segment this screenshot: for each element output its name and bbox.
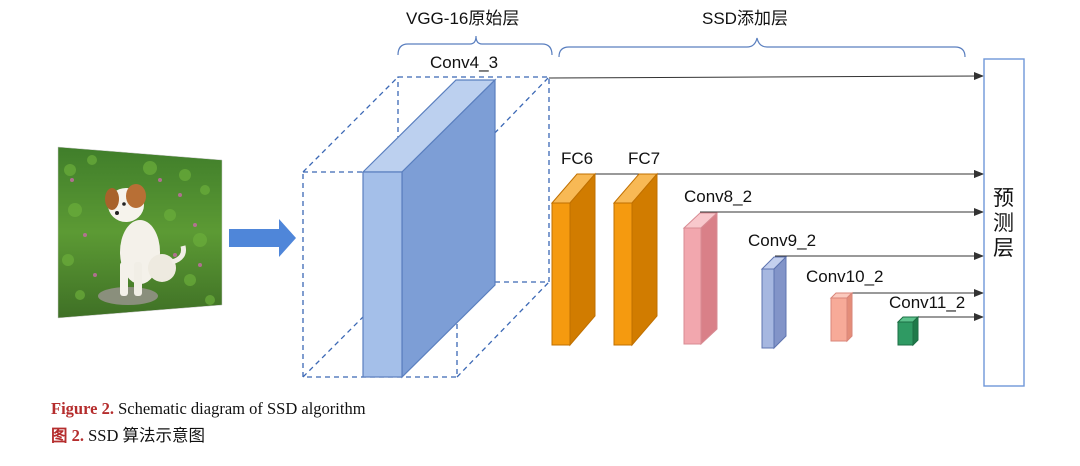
- caption-english: Figure 2. Schematic diagram of SSD algor…: [51, 399, 366, 419]
- prediction-label-char-1: 预: [993, 186, 1014, 210]
- input-arrow-icon: [229, 219, 296, 257]
- arrow-conv4-3: [548, 72, 984, 81]
- conv10-2-block: [829, 291, 854, 343]
- conv8-2-label: Conv8_2: [684, 187, 752, 206]
- conv11-2-block: [896, 315, 920, 347]
- fc7-block: [612, 172, 659, 347]
- fc7-label: FC7: [628, 149, 660, 168]
- prediction-label-char-2: 测: [993, 211, 1014, 235]
- caption-chinese: 图 2. SSD 算法示意图: [51, 422, 205, 446]
- conv11-2-label: Conv11_2: [889, 293, 965, 312]
- caption-english-text: Schematic diagram of SSD algorithm: [113, 399, 366, 418]
- conv9-2-block: [760, 255, 788, 350]
- fc6-label: FC6: [561, 149, 593, 168]
- caption-chinese-prefix: 图 2.: [51, 426, 84, 445]
- conv4-3-block: [361, 78, 497, 379]
- conv10-2-label: Conv10_2: [806, 267, 884, 286]
- prediction-layer: 预 测 层: [983, 58, 1025, 387]
- conv9-2-label: Conv9_2: [748, 231, 816, 250]
- caption-chinese-text: SSD 算法示意图: [84, 426, 206, 445]
- vgg-label: VGG-16原始层: [406, 9, 519, 28]
- fc6-block: [550, 172, 597, 347]
- ssd-bracket: [558, 37, 966, 58]
- caption-english-prefix: Figure 2.: [51, 399, 114, 418]
- vgg-bracket: [397, 35, 553, 56]
- conv8-2-block: [682, 211, 719, 346]
- input-image: [57, 146, 223, 319]
- conv4-3-label: Conv4_3: [430, 53, 498, 72]
- prediction-label-char-3: 层: [993, 236, 1014, 260]
- ssd-label: SSD添加层: [702, 9, 788, 28]
